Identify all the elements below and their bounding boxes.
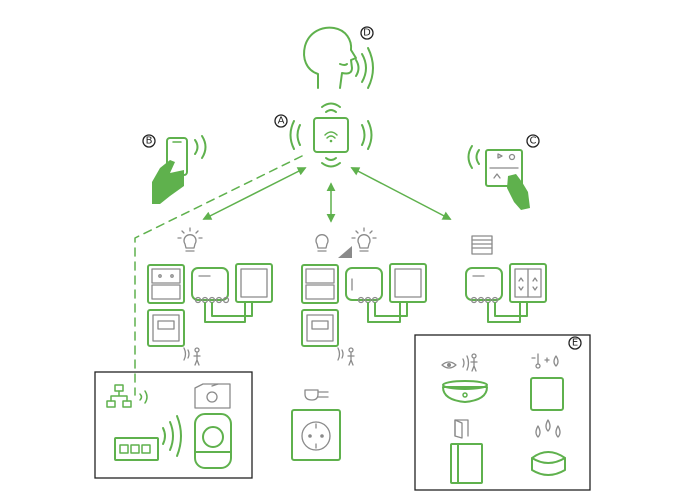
motion-sensor-icon — [337, 347, 355, 366]
dimmer-module — [345, 267, 383, 304]
svg-text:E: E — [572, 338, 578, 349]
accessories-box — [94, 371, 253, 479]
wiring — [494, 301, 528, 317]
wall-panel-display — [301, 309, 339, 347]
wall-switch-single — [389, 263, 427, 303]
label-a: A — [274, 114, 288, 128]
wall-switch-single — [235, 263, 273, 303]
voice-head-icon — [303, 26, 374, 89]
label-d: D — [360, 26, 374, 40]
wiring — [204, 301, 246, 323]
svg-text:A: A — [278, 116, 285, 127]
roller-blind-icon — [471, 235, 493, 255]
svg-text:C: C — [530, 136, 537, 147]
wiring — [374, 301, 408, 317]
label-e: E — [568, 336, 582, 350]
wall-remote-hand-icon — [467, 145, 530, 210]
relay-module — [191, 267, 230, 304]
temperature-sensor-device — [530, 377, 564, 411]
door-sensor-icon — [454, 419, 469, 439]
wiring — [211, 301, 253, 317]
dimmer-switch — [301, 264, 339, 304]
security-camera-device — [194, 413, 232, 469]
wiring — [367, 301, 401, 323]
wall-switch-double — [147, 264, 185, 304]
motion-sensor-icon — [183, 347, 201, 366]
label-b: B — [142, 134, 156, 148]
router-device — [114, 415, 182, 461]
smart-plug — [291, 409, 341, 461]
wiring — [487, 301, 521, 323]
door-sensor-device — [450, 443, 483, 484]
water-leak-icon — [535, 419, 561, 438]
motion-detector-device — [442, 380, 488, 403]
motion-sensor-icon — [441, 353, 478, 372]
plug-icon — [304, 389, 329, 401]
temperature-humidity-icon — [531, 353, 559, 369]
camera-icon — [194, 383, 231, 409]
wall-panel-display — [147, 309, 185, 347]
dimmable-light-icon — [315, 227, 377, 258]
blind-module — [465, 267, 503, 304]
sensors-box — [414, 334, 591, 491]
connection-arrows — [134, 155, 452, 396]
network-icon — [106, 384, 148, 408]
svg-text:D: D — [363, 28, 371, 39]
water-leak-sensor-device — [531, 451, 566, 476]
light-bulb-icon — [177, 227, 203, 252]
svg-text:B: B — [146, 136, 153, 147]
wifi-hub-icon — [289, 102, 373, 168]
smartphone-hand-icon — [152, 135, 207, 204]
label-c: C — [526, 134, 540, 148]
blind-switch — [509, 263, 547, 303]
